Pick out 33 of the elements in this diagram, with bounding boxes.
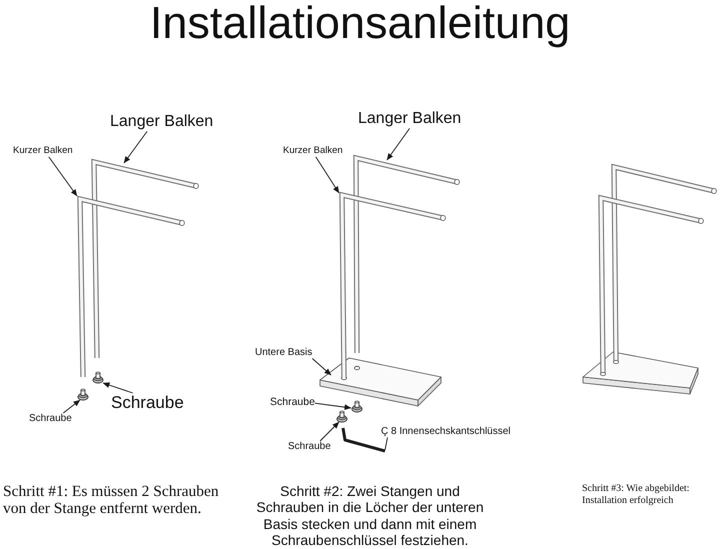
screw-icon [92,372,104,384]
leader-arrow [386,128,410,160]
towel-bar-drawing [77,196,185,378]
leader-arrow [62,400,80,414]
step-text: Schritt #1: Es müssen 2 Schrauben von der Stange entfernt werden. [3,483,220,517]
towel-bar-drawing [353,154,460,354]
part-label: Kurzer Balken [13,146,73,157]
part-label: Untere Basis [255,347,312,358]
part-label: Schraube [29,413,72,424]
leader-arrow [312,358,332,376]
towel-bar-drawing [91,158,199,358]
part-label: Langer Balken [358,110,462,128]
leader-arrow [320,422,340,442]
leader-arrow [48,156,78,196]
screw-icon [352,400,362,412]
leader-arrow [315,156,340,194]
towel-bar-drawing [339,192,446,378]
part-label: Schraube [270,396,315,408]
part-label: Kurzer Balken [283,146,343,157]
step-text: Schritt #3: Wie abgebildet: Installation erfolgreich [582,483,690,507]
part-label: Langer Balken [110,113,214,132]
part-label: Schraube [288,441,331,452]
part-label: Ç 8 Innensechskantschlüssel [381,426,511,438]
part-label: Schraube [111,393,184,413]
leader-arrow [314,402,352,410]
leader-arrow [102,382,134,394]
screw-icon [336,410,348,422]
title: Installationsanleitung [148,0,572,49]
base-plate-drawing [320,358,442,406]
leader-line [384,437,388,450]
screw-icon [78,388,88,400]
leader-arrow [124,130,148,164]
step-text: Schritt #2: Zwei Stangen und Schrauben in die Löcher der unteren Basis stecken und dann mit einem Schraubenschlüssel festziehen. [255,483,485,548]
